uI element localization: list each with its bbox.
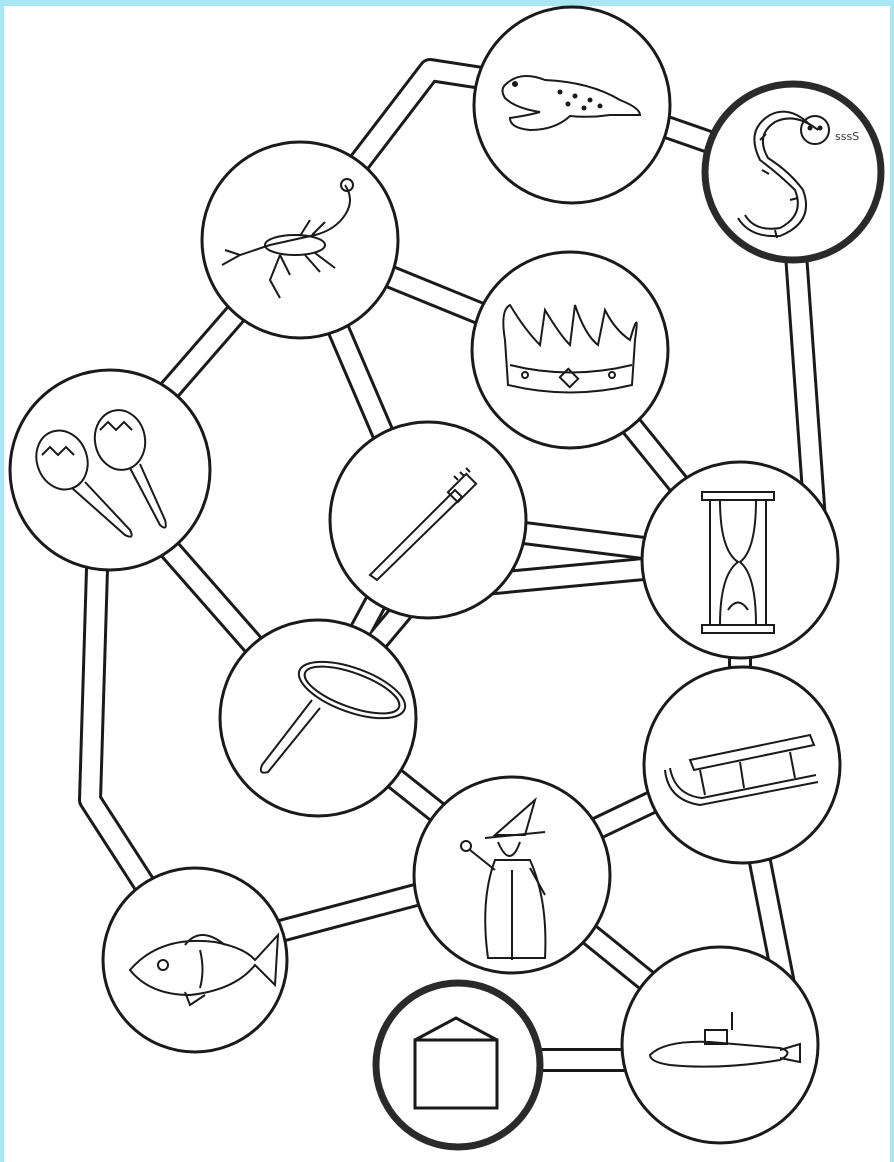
- node-sled[interactable]: [644, 667, 840, 863]
- node-circle: [376, 983, 540, 1147]
- node-magnifier[interactable]: [220, 620, 416, 816]
- node-circle: [474, 7, 670, 203]
- node-house-start[interactable]: [376, 983, 540, 1147]
- node-scorpion[interactable]: [202, 142, 398, 338]
- node-submarine[interactable]: [622, 947, 818, 1143]
- node-fish[interactable]: [103, 868, 287, 1052]
- node-wizard[interactable]: [414, 777, 610, 973]
- node-toothbrush[interactable]: [330, 422, 526, 618]
- node-maracas[interactable]: [10, 370, 210, 570]
- node-hourglass[interactable]: [642, 462, 838, 658]
- node-circle: [705, 84, 881, 260]
- node-circle: [103, 868, 287, 1052]
- node-snake[interactable]: sssS: [705, 84, 881, 260]
- node-circle: [330, 422, 526, 618]
- node-seal[interactable]: [474, 7, 670, 203]
- node-circle: [644, 667, 840, 863]
- node-circle: [472, 252, 668, 448]
- node-crown[interactable]: [472, 252, 668, 448]
- snake-hiss-text: sssS: [835, 130, 859, 143]
- node-circle: [202, 142, 398, 338]
